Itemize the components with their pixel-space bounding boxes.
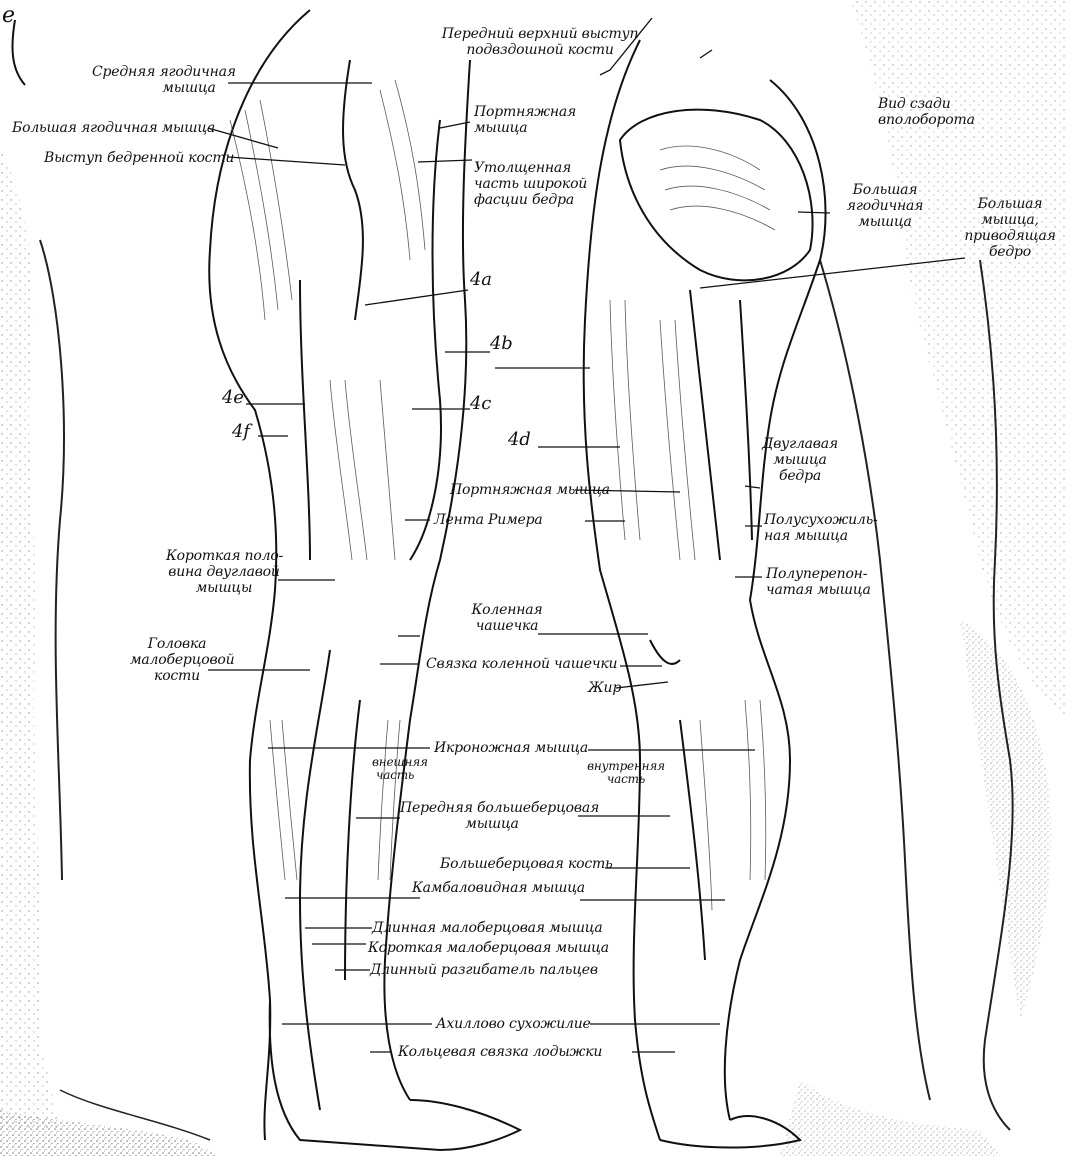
- right-leg-muscle-hatching: [610, 146, 775, 910]
- label-fibula-head: Головка малоберцовой кости: [130, 636, 224, 684]
- label-gluteus-maximus-left: Большая ягодичная мышца: [12, 120, 215, 136]
- label-tibia: Большеберцовая кость: [440, 856, 613, 872]
- label-gluteus-medius: Средняя ягодичная мышца: [92, 64, 232, 96]
- label-sartorius-mid: Портняжная мышца: [450, 482, 610, 498]
- label-back-view: Вид сзади вполоборота: [878, 96, 975, 128]
- label-line: мышцы: [166, 580, 282, 596]
- label-line: мышца: [92, 80, 232, 96]
- label-line: Средняя ягодичная: [92, 64, 232, 80]
- label-line: часть широкой: [474, 176, 587, 192]
- label-line: Полуперепон-: [766, 566, 871, 582]
- label-line: фасции бедра: [474, 192, 587, 208]
- label-fat: Жир: [588, 680, 621, 696]
- label-line: Большая: [962, 196, 1058, 212]
- label-line: Полусухожиль-: [764, 512, 878, 528]
- code-4c: 4c: [470, 396, 491, 412]
- label-line: ная мышца: [764, 528, 878, 544]
- label-line: вина двуглавой: [166, 564, 282, 580]
- label-line: Коленная: [470, 602, 544, 618]
- label-line: Двуглавая: [762, 436, 838, 452]
- label-it-band: Утолщенная часть широкой фасции бедра: [474, 160, 587, 208]
- label-line: мышца: [474, 120, 576, 136]
- label-patella: Коленная чашечка: [470, 602, 544, 634]
- code-4d: 4d: [508, 432, 531, 448]
- label-line: мышца: [762, 452, 838, 468]
- label-achilles: Ахиллово сухожилие: [436, 1016, 591, 1032]
- label-semitendinosus: Полусухожиль- ная мышца: [764, 512, 878, 544]
- label-semimembranosus: Полуперепон- чатая мышца: [766, 566, 871, 598]
- code-4b: 4b: [490, 336, 513, 352]
- label-line: Портняжная: [474, 104, 576, 120]
- label-ankle-ligament: Кольцевая связка лодыжки: [398, 1044, 602, 1060]
- label-line: мышца: [830, 214, 940, 230]
- label-peroneus-brevis: Короткая малоберцовая мышца: [368, 940, 609, 956]
- code-4a: 4a: [470, 272, 492, 288]
- label-femur-process: Выступ бедренной кости: [44, 150, 234, 166]
- label-line: приводящая: [962, 228, 1058, 244]
- label-line: чатая мышца: [766, 582, 871, 598]
- label-patellar-ligament: Связка коленной чашечки: [426, 656, 617, 672]
- label-inner-part: внутренняя часть: [586, 760, 666, 786]
- label-riemer-band: Лента Римера: [434, 512, 543, 528]
- label-tibialis-anterior: Передняя большеберцовая мышца: [400, 800, 584, 832]
- label-line: Передний верхний выступ: [440, 26, 640, 42]
- label-soleus: Камбаловидная мышца: [412, 880, 585, 896]
- label-line: Головка: [130, 636, 224, 652]
- label-sartorius-top: Портняжная мышца: [474, 104, 576, 136]
- label-biceps-short-head: Короткая поло- вина двуглавой мышцы: [166, 548, 282, 596]
- label-outer-part: внешняя часть: [372, 756, 428, 782]
- label-asis: Передний верхний выступ подвздошной кост…: [440, 26, 640, 58]
- label-peroneus-longus: Длинная малоберцовая мышца: [372, 920, 603, 936]
- label-line: Вид сзади: [878, 96, 975, 112]
- code-4e: 4e: [222, 390, 244, 406]
- label-line: Большая: [830, 182, 940, 198]
- label-line: мышца: [400, 816, 584, 832]
- label-line: Короткая поло-: [166, 548, 282, 564]
- corner-letter: e: [2, 8, 15, 24]
- label-line: часть: [372, 769, 428, 782]
- label-line: малоберцовой: [130, 652, 224, 668]
- label-biceps-femoris: Двуглавая мышца бедра: [762, 436, 838, 484]
- code-4f: 4f: [232, 424, 250, 440]
- label-adductor-magnus: Большая мышца, приводящая бедро: [962, 196, 1058, 260]
- label-line: Передняя большеберцовая: [400, 800, 584, 816]
- label-line: бедра: [762, 468, 838, 484]
- label-line: вполоборота: [878, 112, 975, 128]
- label-line: кости: [130, 668, 224, 684]
- label-line: бедро: [962, 244, 1058, 260]
- label-line: подвздошной кости: [440, 42, 640, 58]
- label-line: ягодичная: [830, 198, 940, 214]
- label-line: часть: [586, 773, 666, 786]
- label-line: мышца,: [962, 212, 1058, 228]
- label-line: Утолщенная: [474, 160, 587, 176]
- label-line: чашечка: [470, 618, 544, 634]
- label-gastrocnemius: Икроножная мышца: [434, 740, 588, 756]
- label-extensor-digitorum: Длинный разгибатель пальцев: [370, 962, 598, 978]
- label-gluteus-maximus-right: Большая ягодичная мышца: [830, 182, 940, 230]
